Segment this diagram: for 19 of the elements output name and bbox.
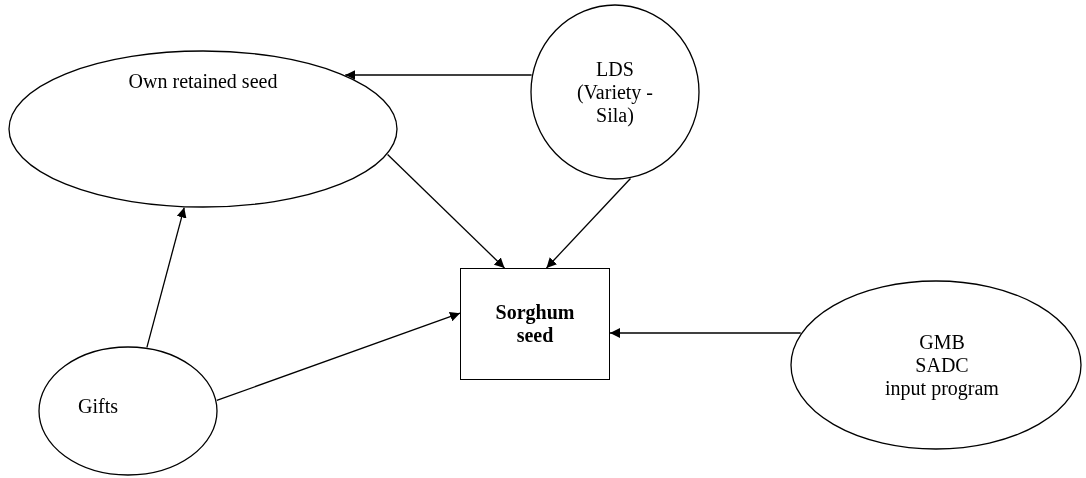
arrow	[344, 70, 533, 80]
node-label: Gifts	[78, 394, 118, 418]
arrow	[146, 206, 187, 349]
node-label: (Variety - Sila)	[575, 80, 655, 127]
process-box	[460, 268, 610, 380]
arrow	[545, 177, 632, 269]
arrow	[386, 153, 506, 269]
node-label: LDS	[596, 57, 634, 81]
ellipse-node	[790, 280, 1082, 450]
ellipse-node	[8, 50, 398, 208]
arrow	[609, 328, 802, 338]
node-label: SADC	[915, 353, 969, 377]
node-label: Sorghum seed	[494, 301, 576, 347]
ellipse-node	[530, 4, 700, 180]
ellipse-node	[38, 346, 218, 476]
node-label: Own retained seed	[128, 70, 278, 93]
arrow	[216, 311, 461, 402]
node-label: GMB	[919, 330, 965, 354]
node-label: input program	[885, 376, 999, 400]
